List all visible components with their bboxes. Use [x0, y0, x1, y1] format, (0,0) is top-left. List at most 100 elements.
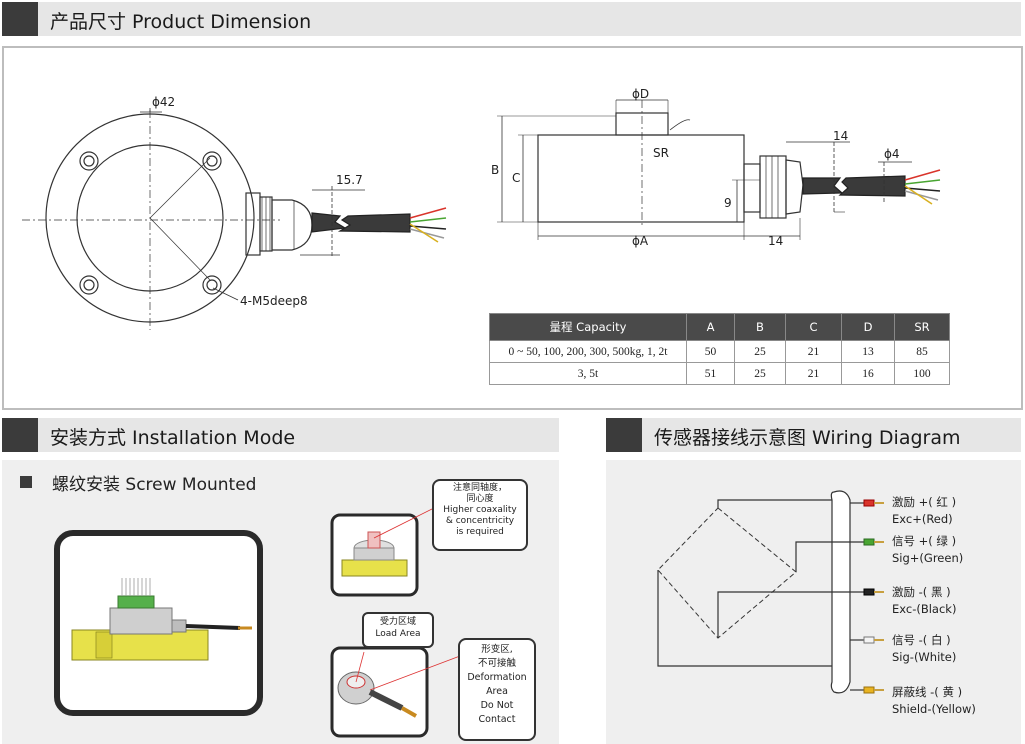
- capacity-table: 量程 Capacity A B C D SR 0 ~ 50, 100, 200,…: [489, 313, 950, 385]
- callout-text: 形变区,: [481, 644, 513, 655]
- mounting-hole-inner: [83, 155, 95, 167]
- cable: [311, 212, 347, 233]
- gland-nut: [743, 163, 761, 213]
- callout-load-area: 受力区域 Load Area: [362, 612, 434, 648]
- wire-tip-red: [863, 499, 884, 507]
- inner-circle: [76, 144, 224, 292]
- wire-label-en: Sig+(Green): [892, 551, 964, 565]
- wire-label-cn: 激励 -( 黑 ): [892, 585, 951, 599]
- dim-14-bottom: 14: [768, 234, 783, 248]
- wire-label-cn: 激励 +( 红 ): [892, 495, 957, 509]
- section-title: 安装方式 Installation Mode: [50, 427, 296, 449]
- wiring-panel: [606, 460, 1021, 744]
- wire-label-en: Shield-(Yellow): [892, 702, 976, 716]
- callout-text: 不可接触: [477, 658, 516, 669]
- wiring-diagram: [657, 490, 884, 694]
- wire-label-cn: 信号 +( 绿 ): [892, 534, 957, 548]
- sensor-body: [109, 607, 173, 635]
- table-header: 量程 Capacity: [489, 313, 687, 341]
- dim-SR: SR: [653, 146, 669, 160]
- header-wiring-diagram: 传感器接线示意图 Wiring Diagram: [606, 418, 1021, 452]
- callout-deformation: 形变区, 不可接触 Deformation Area Do Not Contac…: [458, 638, 536, 741]
- wire-tip-green: [863, 538, 884, 546]
- subtitle-marker: [20, 476, 32, 488]
- load-area-image: [330, 646, 429, 738]
- wire-label-exc-plus: 激励 +( 红 ) Exc+(Red): [892, 494, 956, 528]
- gland-body: [759, 155, 787, 219]
- top-view-drawing: [22, 108, 447, 330]
- gland-cap: [271, 199, 313, 251]
- wire-label-en: Sig-(White): [892, 650, 957, 664]
- sensor-body: [537, 134, 745, 223]
- callout-text: Deformation: [467, 672, 527, 683]
- section-title: 产品尺寸 Product Dimension: [50, 11, 312, 33]
- mounting-hole-inner: [206, 279, 218, 291]
- wire-label-exc-minus: 激励 -( 黑 ) Exc-(Black): [892, 584, 956, 618]
- hole-leader: [149, 217, 211, 281]
- base-plate: [71, 629, 209, 661]
- table-cell: 85: [894, 340, 950, 363]
- callout-text: & concentricity: [445, 516, 515, 526]
- header-product-dimension: 产品尺寸 Product Dimension: [2, 2, 1021, 36]
- gland-cap: [785, 159, 804, 215]
- callout-text: Load Area: [375, 629, 421, 639]
- table-cell: 25: [734, 340, 786, 363]
- wire-tip-yellow: [863, 686, 884, 694]
- dim-14-top: 14: [833, 129, 848, 143]
- wire-label-cn: 屏蔽线 -( 黄 ): [892, 685, 963, 699]
- installation-subtitle: 螺纹安装 Screw Mounted: [52, 475, 257, 495]
- wire-label-shield: 屏蔽线 -( 黄 ) Shield-(Yellow): [892, 684, 976, 718]
- dim-9: 9: [724, 196, 732, 210]
- wire-label-en: Exc-(Black): [892, 602, 957, 616]
- callout-text: 同心度: [466, 494, 494, 504]
- callout-text: 注意同轴度，: [452, 483, 507, 493]
- dim-mounting-holes: 4-M5deep8: [240, 294, 308, 308]
- leader-line: [212, 287, 239, 301]
- hole-leader: [149, 157, 211, 219]
- table-cell: 21: [785, 340, 842, 363]
- table-cell: 21: [785, 362, 842, 385]
- dim-phi42: ϕ42: [152, 95, 175, 109]
- callout-text: Higher coaxality: [443, 505, 517, 515]
- mounting-hole: [79, 275, 99, 295]
- header-marker: [606, 418, 642, 452]
- table-header-row: 量程 Capacity A B C D SR: [489, 313, 950, 341]
- table-cell: 50: [686, 340, 735, 363]
- header-marker: [2, 418, 38, 452]
- cable: [337, 213, 411, 233]
- dim-C: C: [512, 171, 520, 185]
- callout-text: 受力区域: [379, 617, 416, 627]
- header-installation-mode: 安装方式 Installation Mode: [2, 418, 559, 452]
- table-cell: 3, 5t: [489, 362, 687, 385]
- table-cell: 100: [894, 362, 950, 385]
- installation-illustration: [54, 503, 461, 738]
- wheatstone-bridge: [657, 507, 797, 639]
- table-header: D: [841, 313, 895, 341]
- table-cell: 25: [734, 362, 786, 385]
- mounting-hole: [202, 275, 222, 295]
- mounting-hole: [202, 151, 222, 171]
- dim-phiD: ϕD: [632, 87, 649, 101]
- table-cell: 51: [686, 362, 735, 385]
- dim-phi4: ϕ4: [884, 147, 900, 161]
- table-row: 3, 5t 51 25 21 16 100: [489, 362, 950, 385]
- outer-flange: [45, 113, 255, 323]
- table-row: 0 ~ 50, 100, 200, 300, 500kg, 1, 2t 50 2…: [489, 340, 950, 363]
- table-header: B: [734, 313, 786, 341]
- mounting-hole-inner: [206, 155, 218, 167]
- callout-text: Area: [486, 686, 508, 697]
- table-header: SR: [894, 313, 950, 341]
- wire-label-sig-minus: 信号 -( 白 ) Sig-(White): [892, 632, 956, 666]
- callout-coaxiality: 注意同轴度， 同心度 Higher coaxality & concentric…: [432, 479, 528, 551]
- side-view-drawing: [497, 99, 941, 240]
- wire-tip-white: [863, 636, 884, 644]
- table-header: C: [785, 313, 842, 341]
- dim-B: B: [491, 163, 499, 177]
- table-cell: 13: [841, 340, 895, 363]
- table-cell: 0 ~ 50, 100, 200, 300, 500kg, 1, 2t: [489, 340, 687, 363]
- mounting-hole-inner: [83, 279, 95, 291]
- wire-exc-plus-path: [717, 499, 832, 508]
- table-cell: 16: [841, 362, 895, 385]
- dim-15-7: 15.7: [336, 173, 363, 187]
- wire-label-cn: 信号 -( 白 ): [892, 633, 951, 647]
